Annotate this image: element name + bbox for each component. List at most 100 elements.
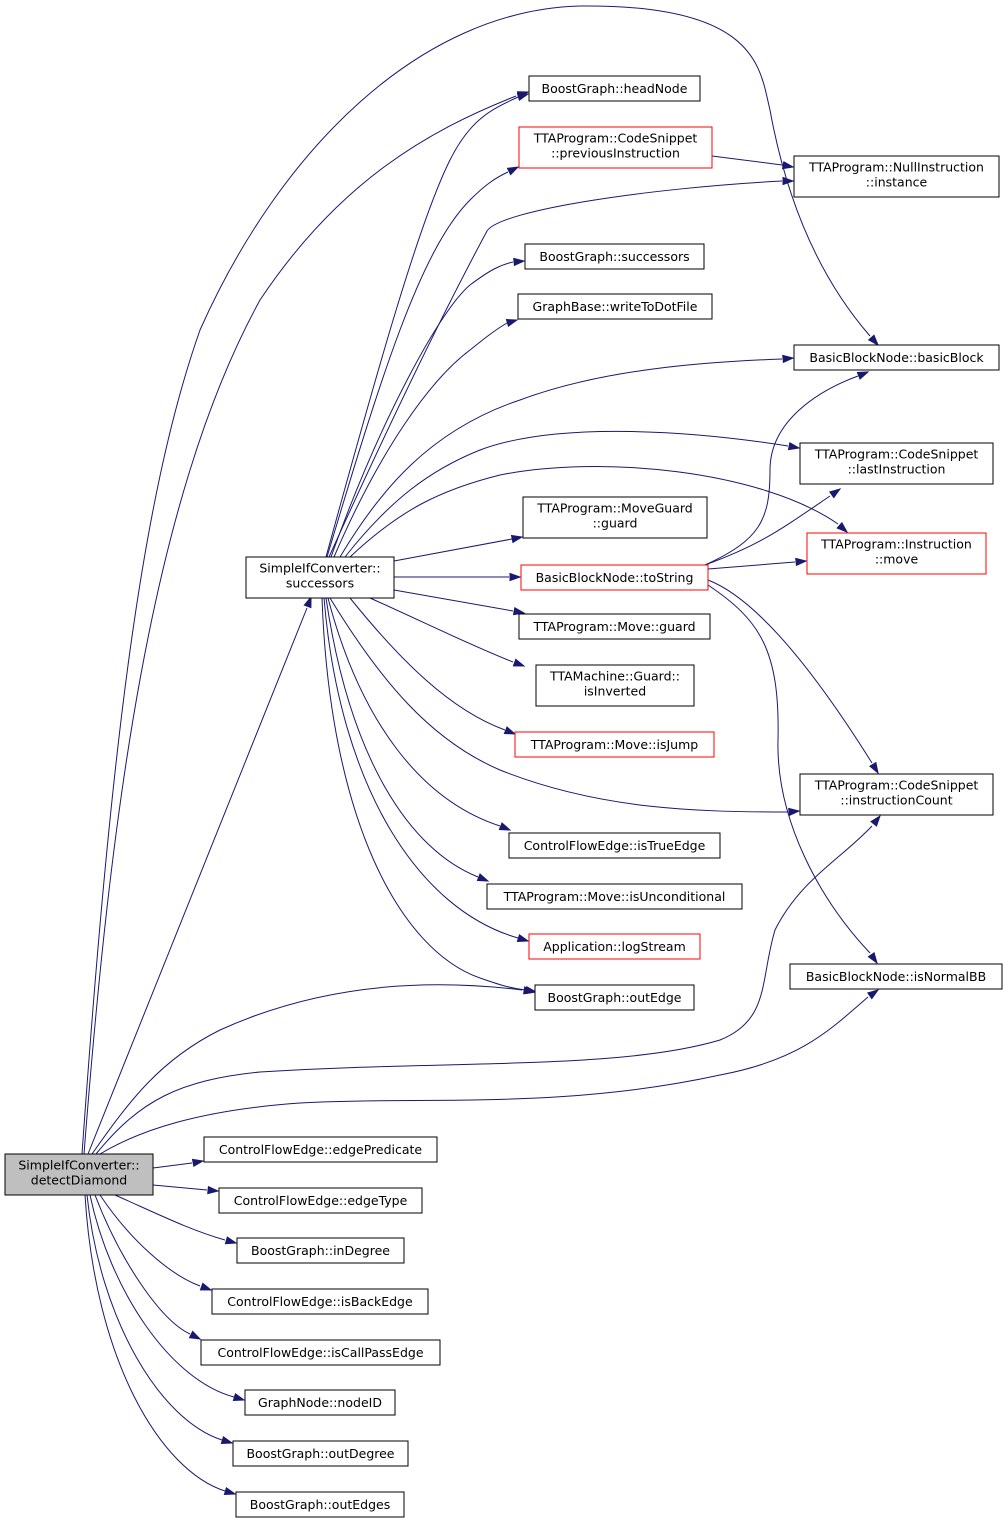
edge-successors_sic-to-nullInstance	[328, 176, 795, 558]
node-moveGuard[interactable]: TTAProgram::Move::guard	[518, 613, 711, 640]
arrowhead	[476, 873, 490, 882]
node-box	[508, 832, 721, 859]
arrowhead	[232, 1392, 246, 1402]
node-label: BasicBlockNode::toString	[536, 570, 694, 585]
node-box	[518, 126, 713, 169]
arrowhead	[867, 951, 878, 965]
arrowhead	[516, 933, 530, 943]
edge-line	[81, 5, 871, 1155]
node-box	[244, 1389, 396, 1416]
edge-line	[94, 1194, 191, 1335]
edge-line	[704, 495, 831, 566]
edge-line	[393, 589, 514, 612]
node-nodeID[interactable]: GraphNode::nodeID	[244, 1389, 396, 1416]
edge-line	[711, 155, 783, 166]
node-isTrueEdge[interactable]: ControlFlowEdge::isTrueEdge	[508, 832, 721, 859]
arrowhead	[867, 334, 879, 347]
edge-line	[369, 597, 514, 663]
node-box	[236, 1237, 405, 1264]
edge-successors_sic-to-outEdge	[321, 597, 538, 995]
node-headNode[interactable]: BoostGraph::headNode	[528, 75, 701, 102]
node-isJump[interactable]: TTAProgram::Move::isJump	[514, 731, 715, 758]
edge-line	[328, 180, 783, 558]
arrowhead	[856, 371, 870, 380]
edge-successors_sic-to-bg_successors	[330, 257, 526, 558]
node-label: TTAProgram::Instruction	[820, 537, 972, 552]
node-moveGuardGuard[interactable]: TTAProgram::MoveGuard::guard	[522, 496, 708, 539]
node-label: successors	[286, 576, 354, 591]
node-box	[799, 442, 994, 485]
edge-line	[321, 597, 526, 991]
node-label: isInverted	[584, 684, 646, 699]
edge-successors_sic-to-moveGuardGuard	[393, 534, 524, 562]
node-label: BoostGraph::headNode	[542, 81, 688, 96]
edge-line	[707, 579, 873, 764]
edge-toString-to-instrMove	[707, 557, 808, 570]
node-label: SimpleIfConverter::	[259, 561, 380, 576]
node-isBackEdge[interactable]: ControlFlowEdge::isBackEdge	[211, 1288, 429, 1315]
node-box	[235, 1491, 405, 1518]
edge-successors_sic-to-previousInstruction	[326, 166, 520, 558]
node-edgePredicate[interactable]: ControlFlowEdge::edgePredicate	[203, 1136, 438, 1163]
arrowhead	[787, 442, 801, 451]
node-basicBlock[interactable]: BasicBlockNode::basicBlock	[793, 344, 1000, 371]
node-isNormalBB[interactable]: BasicBlockNode::isNormalBB	[789, 963, 1003, 990]
edge-detectDiamond-to-isCallPassEdge	[94, 1194, 202, 1340]
node-label: BoostGraph::successors	[539, 249, 689, 264]
node-writeToDotFile[interactable]: GraphBase::writeToDotFile	[517, 293, 713, 320]
node-isUnconditional[interactable]: TTAProgram::Move::isUnconditional	[486, 883, 743, 910]
node-box	[4, 1153, 154, 1196]
edge-line	[349, 597, 506, 731]
edge-successors_sic-to-basicBlock	[339, 354, 795, 558]
node-label: TTAMachine::Guard::	[549, 669, 680, 684]
edge-successors_sic-to-writeToDotFile	[333, 318, 519, 558]
arrowhead	[788, 807, 801, 817]
edge-toString-to-instructionCount	[707, 579, 879, 775]
arrowhead	[199, 1282, 213, 1291]
arrowhead	[510, 534, 524, 544]
arrowhead	[866, 989, 880, 1000]
edge-detectDiamond-to-isNormalBB	[99, 989, 880, 1155]
arrowhead	[188, 1330, 202, 1340]
node-nullInstance[interactable]: TTAProgram::NullInstruction::instance	[793, 155, 1000, 198]
node-isCallPassEdge[interactable]: ControlFlowEdge::isCallPassEdge	[200, 1339, 441, 1366]
node-inDegree[interactable]: BoostGraph::inDegree	[236, 1237, 405, 1264]
node-edgeType[interactable]: ControlFlowEdge::edgeType	[218, 1187, 423, 1214]
edge-line	[152, 1184, 208, 1191]
node-label: TTAProgram::NullInstruction	[808, 160, 984, 175]
node-box	[528, 75, 701, 102]
node-successors_sic[interactable]: SimpleIfConverter::successors	[245, 556, 395, 599]
node-logStream[interactable]: Application::logStream	[528, 933, 701, 960]
node-isInverted[interactable]: TTAMachine::Guard::isInverted	[535, 664, 695, 707]
edge-line	[330, 261, 514, 558]
arrowhead	[828, 488, 842, 499]
node-label: TTAProgram::MoveGuard	[536, 501, 692, 516]
node-toString[interactable]: BasicBlockNode::toString	[520, 564, 709, 591]
edge-successors_sic-to-headNode	[325, 92, 530, 558]
node-detectDiamond[interactable]: SimpleIfConverter::detectDiamond	[4, 1153, 154, 1196]
edge-successors_sic-to-isInverted	[369, 597, 526, 667]
node-label: ::move	[875, 552, 919, 567]
edge-detectDiamond-to-outDegree	[86, 1194, 234, 1445]
node-outDegree[interactable]: BoostGraph::outDegree	[232, 1440, 409, 1467]
edge-detectDiamond-to-instructionCount	[95, 814, 881, 1155]
node-box	[534, 984, 695, 1011]
node-label: ::previousInstruction	[551, 146, 680, 161]
node-instrMove[interactable]: TTAProgram::Instruction::move	[806, 532, 987, 575]
arrowhead	[524, 986, 538, 995]
node-outEdges[interactable]: BoostGraph::outEdges	[235, 1491, 405, 1518]
node-previousInstruction[interactable]: TTAProgram::CodeSnippet::previousInstruc…	[518, 126, 713, 169]
edge-line	[339, 358, 783, 558]
node-box	[211, 1288, 429, 1315]
node-lastInstruction[interactable]: TTAProgram::CodeSnippet::lastInstruction	[799, 442, 994, 485]
edge-line	[86, 1194, 223, 1441]
node-outEdge[interactable]: BoostGraph::outEdge	[534, 984, 695, 1011]
node-label: ::instructionCount	[840, 793, 952, 808]
edge-line	[99, 996, 869, 1155]
node-box	[789, 963, 1003, 990]
edge-line	[114, 1194, 226, 1241]
arrowhead	[836, 521, 849, 533]
node-instructionCount[interactable]: TTAProgram::CodeSnippet::instructionCoun…	[799, 773, 994, 816]
node-bg_successors[interactable]: BoostGraph::successors	[524, 243, 705, 270]
edge-line	[99, 1194, 201, 1287]
